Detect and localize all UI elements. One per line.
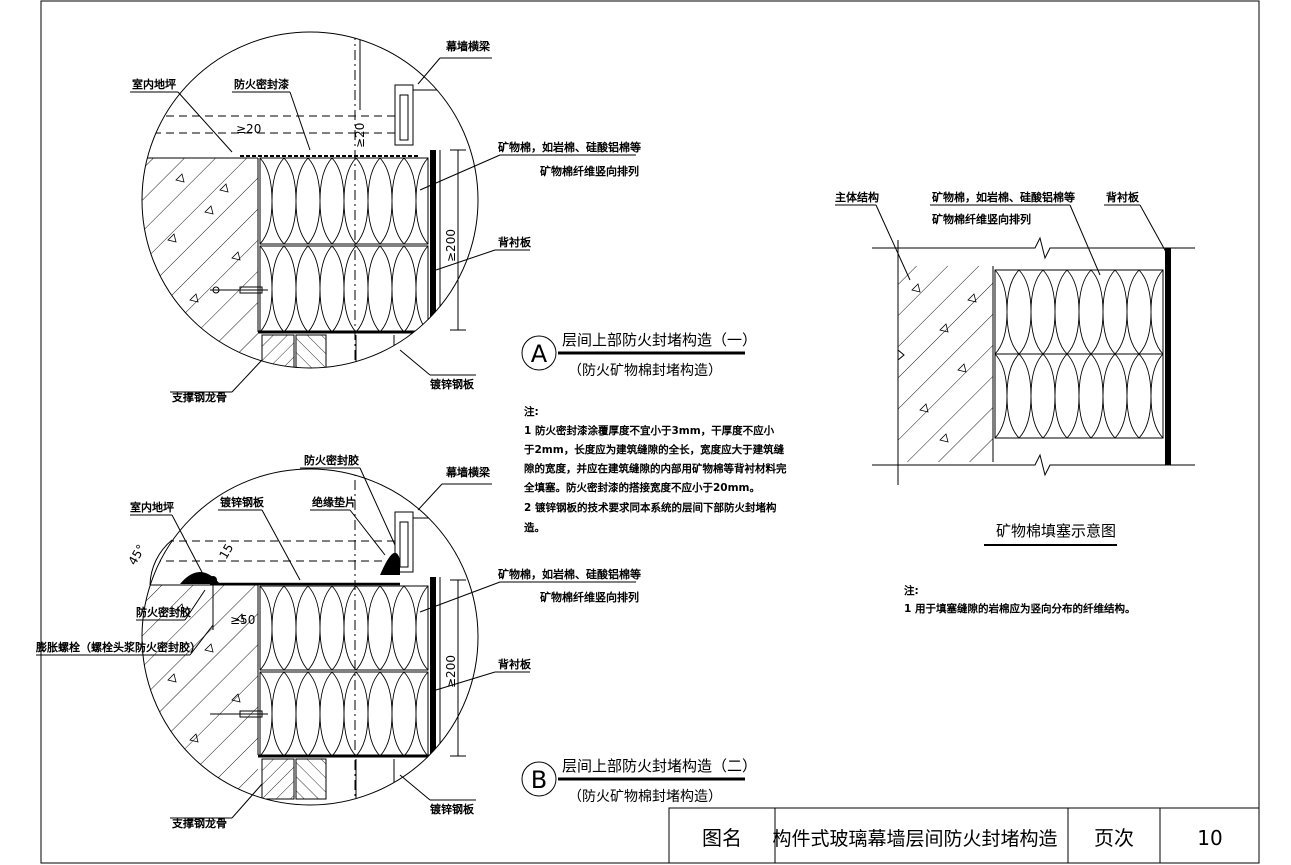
label-backing-board-b: 背衬板 (498, 657, 532, 671)
label-anchor-bolt-b: 膨胀螺栓（螺栓头浆防火密封胶） (35, 640, 201, 654)
detail-b-subtitle: （防火矿物棉封堵构造） (568, 788, 722, 805)
label-fire-sealant-left-b: 防火密封胶 (136, 605, 191, 619)
notes-a-line: 造。 (524, 521, 545, 534)
label-backing-board-a: 背衬板 (498, 235, 532, 249)
label-galv-plate-b: 镀锌钢板 (430, 802, 475, 816)
notes-a-line: 于2mm，长度应为建筑缝隙的全长，宽度应大于建筑缝 (524, 443, 785, 456)
notes-c-heading: 注: (904, 584, 919, 597)
detail-a-subtitle: （防火矿物棉封堵构造） (568, 362, 722, 379)
notes-a-line: 全填塞。防火密封漆的搭接宽度不应小于20mm。 (523, 481, 760, 494)
notes-a-line: 1 防火密封漆涂覆厚度不宜小于3mm，干厚度不应小 (524, 424, 775, 437)
label-support-keel-a: 支撑钢龙骨 (171, 390, 227, 404)
label-fire-sealant-top-b: 防火密封胶 (304, 453, 359, 467)
label-curtain-beam-b: 幕墙横梁 (445, 465, 491, 479)
label-mineral-wool-a: 矿物棉，如岩棉、硅酸铝棉等 (498, 140, 641, 154)
label-galv-plate-a: 镀锌钢板 (430, 377, 475, 391)
dim-a-2: ≥20 (353, 123, 367, 148)
label-wool-arrangement-a: 矿物棉纤维竖向排列 (540, 164, 639, 178)
detail-a-circle (141, 31, 479, 369)
label-curtain-beam-a: 幕墙横梁 (445, 39, 491, 53)
detail-b-circle (141, 468, 479, 806)
detail-a-symbol (521, 335, 557, 371)
wool-loops-c (994, 269, 1164, 439)
label-mineral-wool-b: 矿物棉，如岩棉、硅酸铝棉等 (498, 567, 641, 581)
dim-b-angle: 45° (125, 542, 148, 567)
detail-a-title: 层间上部防火封堵构造（一） (562, 331, 757, 349)
detail-b: 防火密封胶 幕墙横梁 室内地坪 镀锌钢板 绝缘垫片 矿物棉，如岩棉、硅酸铝棉等 … (35, 453, 757, 830)
detail-c-title: 矿物棉填塞示意图 (996, 522, 1116, 540)
label-galv-plate-top-b: 镀锌钢板 (220, 495, 265, 509)
dim-b-2: ≥50 (230, 613, 255, 627)
dim-b-1: 15 (216, 541, 236, 561)
notes-c-line: 1 用于填塞缝隙的岩棉应为竖向分布的纤维结构。 (904, 602, 1135, 615)
label-main-structure-c: 主体结构 (835, 190, 879, 204)
label-insul-pad-b: 绝缘垫片 (312, 495, 356, 509)
dim-a-1: ≥20 (236, 122, 261, 136)
label-mineral-wool-c: 矿物棉，如岩棉、硅酸铝棉等 (932, 190, 1075, 204)
dim-b-3: ≥200 (444, 655, 458, 688)
wool-loops-b (259, 585, 429, 757)
title-block-page-label: 页次 (1094, 826, 1134, 850)
label-wool-arrangement-c: 矿物棉纤维竖向排列 (932, 212, 1031, 226)
label-wool-arrangement-b: 矿物棉纤维竖向排列 (540, 590, 639, 604)
label-backing-board-c: 背衬板 (1106, 190, 1140, 204)
notes-a-line: 2 镀锌钢板的技术要求同本系统的层间下部防火封堵构 (524, 501, 777, 514)
notes-a: 注: 1 防火密封漆涂覆厚度不宜小于3mm，干厚度不应小 于2mm，长度应为建筑… (523, 405, 787, 534)
sheet-border (40, 0, 1260, 864)
detail-a-symbol-text: A (531, 340, 548, 368)
title-block: 图名 构件式玻璃幕墙层间防火封堵构造 页次 10 (668, 807, 1260, 864)
detail-c: 主体结构 矿物棉，如岩棉、硅酸铝棉等 矿物棉纤维竖向排列 背衬板 矿物棉填塞示意… (835, 190, 1195, 546)
wool-loops-a (259, 157, 429, 333)
title-block-name-label: 图名 (702, 826, 742, 850)
label-indoor-floor-b: 室内地坪 (130, 500, 174, 514)
title-block-name-value: 构件式玻璃幕墙层间防火封堵构造 (772, 828, 1057, 850)
title-block-page-value: 10 (1197, 826, 1222, 850)
notes-c: 注: 1 用于填塞缝隙的岩棉应为竖向分布的纤维结构。 (904, 584, 1135, 615)
detail-a: 室内地坪 防火密封漆 幕墙横梁 矿物棉，如岩棉、硅酸铝棉等 矿物棉纤维竖向排列 … (130, 31, 757, 404)
detail-b-symbol-text: B (531, 766, 547, 794)
detail-b-title: 层间上部防火封堵构造（二） (562, 757, 757, 775)
label-indoor-floor-a: 室内地坪 (132, 77, 176, 91)
label-fire-paint-a: 防火密封漆 (234, 77, 289, 91)
notes-a-line: 隙的宽度，并应在建筑缝隙的内部用矿物棉等背衬材料完 (524, 462, 787, 475)
dim-a-3: ≥200 (444, 229, 458, 262)
notes-a-heading: 注: (524, 405, 539, 418)
label-support-keel-b: 支撑钢龙骨 (171, 816, 227, 830)
detail-b-symbol (521, 761, 557, 797)
